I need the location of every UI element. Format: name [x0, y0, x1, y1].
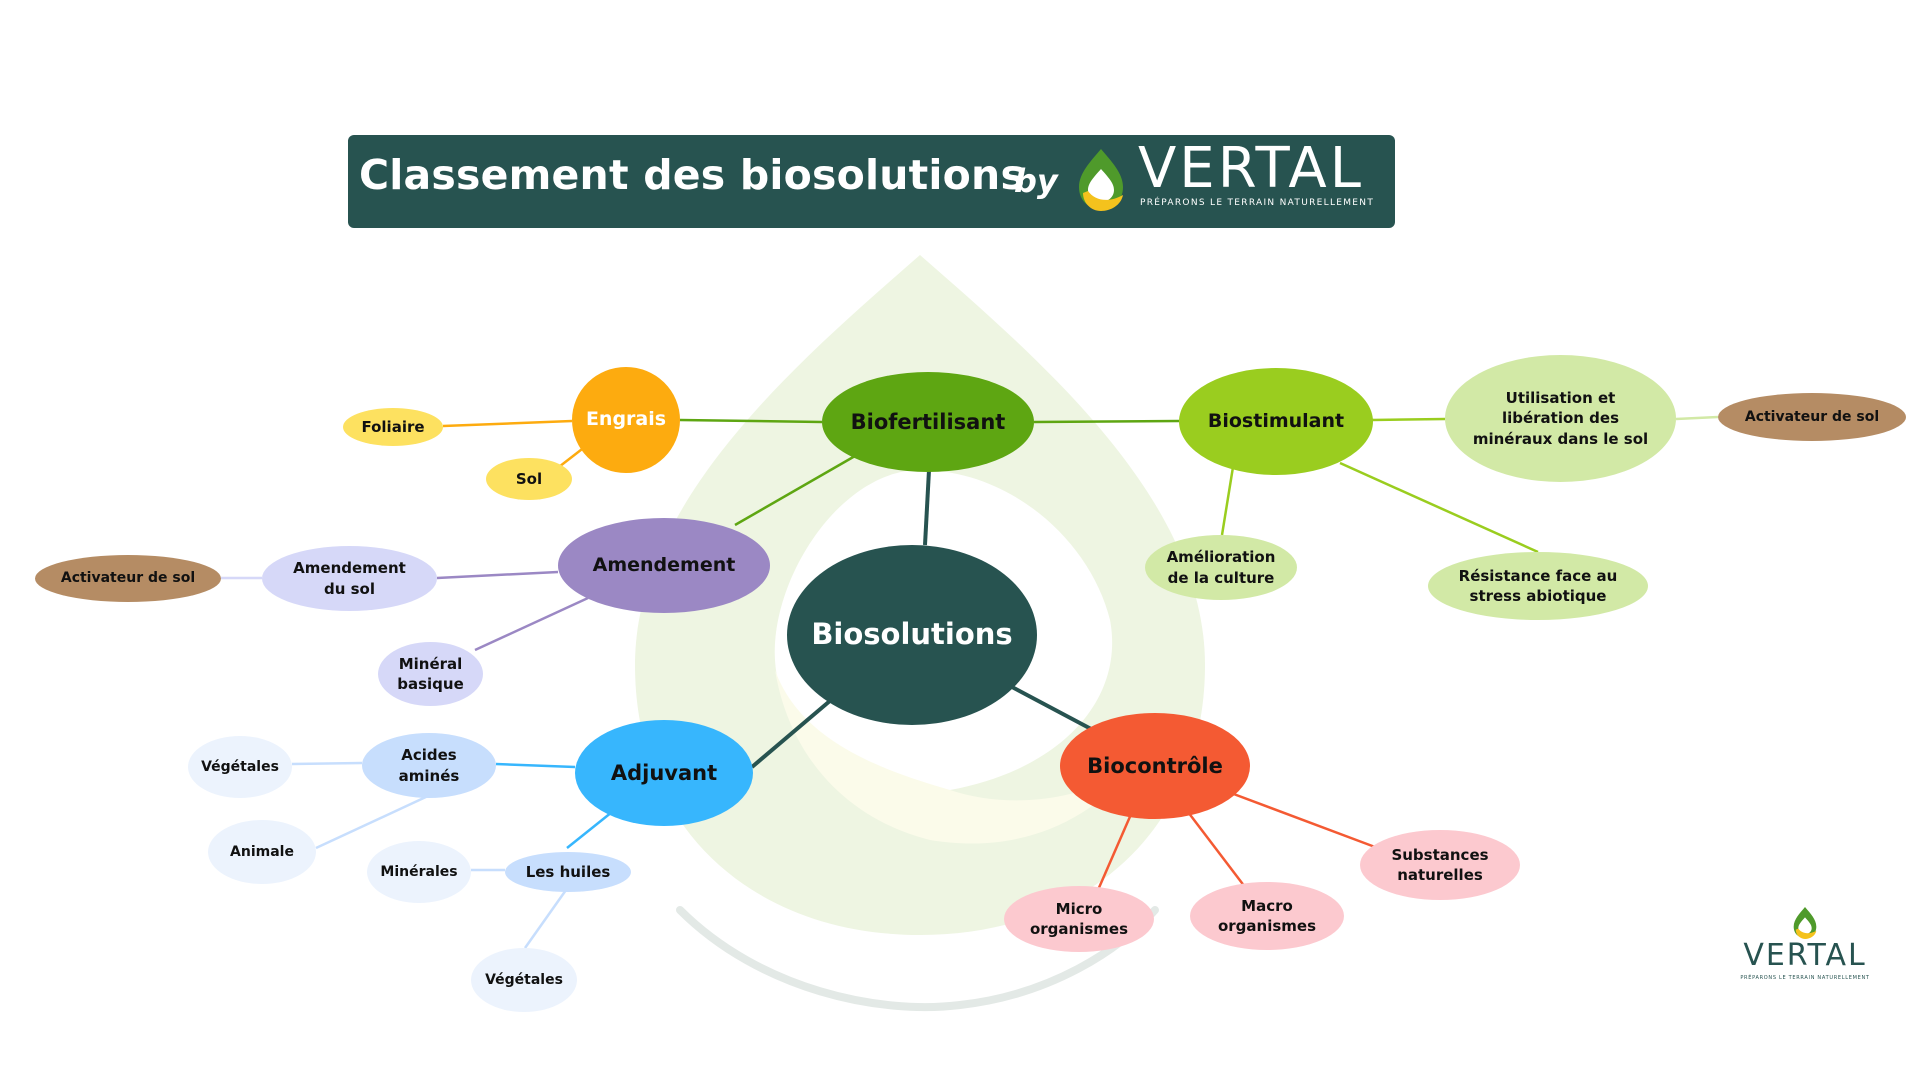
corner-vertal-text: VERTAL — [1743, 938, 1867, 973]
title-banner: Classement des biosolutions by VERTAL PR… — [348, 135, 1395, 228]
node-activateur-de-sol-right: Activateur de sol — [1718, 393, 1906, 441]
node-activateur-de-sol-left: Activateur de sol — [35, 555, 221, 602]
corner-vertal-tagline: PRÉPARONS LE TERRAIN NATURELLEMENT — [1740, 975, 1870, 981]
node-micro-organismes: Micro organismes — [1004, 886, 1154, 952]
page-title: Classement des biosolutions — [359, 151, 1026, 199]
node-adjuvant: Adjuvant — [575, 720, 753, 826]
center-node-biosolutions: Biosolutions — [787, 545, 1037, 725]
node-biofertilisant: Biofertilisant — [822, 372, 1034, 472]
title-by-label: by — [1014, 162, 1058, 200]
node-amendement: Amendement — [558, 518, 770, 613]
node-utilisation-mineraux: Utilisation et libération des minéraux d… — [1445, 355, 1676, 482]
vertal-logo-text: VERTAL — [1138, 136, 1364, 201]
node-acides-amines: Acides aminés — [362, 733, 496, 798]
node-mineral-basique: Minéral basique — [378, 642, 483, 706]
corner-drop-icon — [1793, 907, 1817, 939]
node-animale: Animale — [208, 820, 316, 884]
node-engrais: Engrais — [572, 367, 680, 473]
node-foliaire: Foliaire — [343, 408, 443, 446]
node-biocontrole: Biocontrôle — [1060, 713, 1250, 819]
node-sol: Sol — [486, 458, 572, 500]
vertal-tagline: PRÉPARONS LE TERRAIN NATURELLEMENT — [1140, 198, 1375, 208]
vertal-drop-icon — [1079, 149, 1123, 211]
node-macro-organismes: Macro organismes — [1190, 882, 1344, 950]
node-amendement-du-sol: Amendement du sol — [262, 546, 437, 611]
node-vegetales-acides: Végétales — [188, 736, 292, 798]
node-biostimulant: Biostimulant — [1179, 368, 1373, 475]
node-vegetales-huiles: Végétales — [471, 948, 577, 1012]
node-minerales: Minérales — [367, 841, 471, 903]
corner-vertal-logo: VERTAL PRÉPARONS LE TERRAIN NATURELLEMEN… — [1735, 905, 1875, 985]
node-substances-naturelles: Substances naturelles — [1360, 830, 1520, 900]
node-les-huiles: Les huiles — [505, 852, 631, 892]
node-amelioration-culture: Amélioration de la culture — [1145, 535, 1297, 600]
node-resistance-stress: Résistance face au stress abiotique — [1428, 552, 1648, 620]
